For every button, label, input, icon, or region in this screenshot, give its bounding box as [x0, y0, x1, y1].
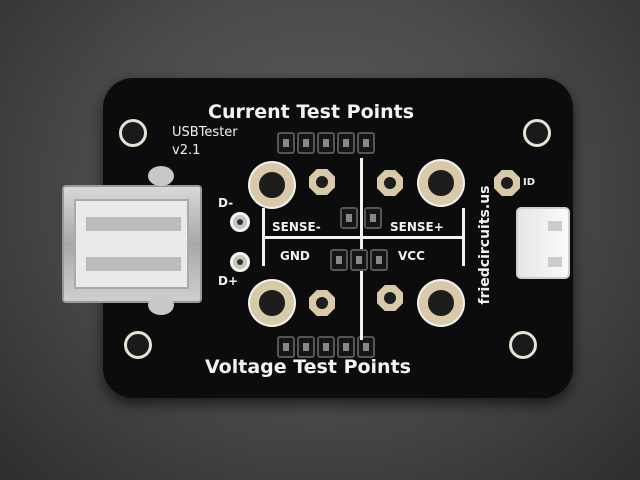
- micro-usb-connector: [516, 207, 570, 279]
- usb-a-tab: [148, 166, 174, 186]
- mounting-hole: [124, 331, 152, 359]
- product-label: USBTester: [172, 125, 238, 140]
- usb-a-tab: [148, 295, 174, 315]
- mounting-hole: [509, 331, 537, 359]
- test-point-hole: [250, 163, 294, 207]
- small-test-hole: [309, 290, 335, 316]
- sense-plus-label: SENSE+: [390, 220, 444, 234]
- gnd-label: GND: [280, 249, 310, 263]
- usb-a-connector: [62, 185, 202, 303]
- test-point-hole: [250, 281, 294, 325]
- divider-bracket: [262, 208, 265, 266]
- mounting-hole: [523, 119, 551, 147]
- mounting-hole: [119, 119, 147, 147]
- d-plus-pad: [230, 252, 250, 272]
- voltage-test-points-label: Voltage Test Points: [205, 356, 411, 378]
- small-test-hole: [309, 169, 335, 195]
- sense-minus-label: SENSE-: [272, 220, 321, 234]
- id-test-hole: [494, 170, 520, 196]
- divider-horizontal: [262, 236, 465, 239]
- test-point-hole: [419, 281, 463, 325]
- id-label: ID: [523, 177, 536, 188]
- current-test-points-label: Current Test Points: [208, 101, 415, 123]
- d-minus-label: D-: [218, 196, 234, 210]
- vcc-label: VCC: [398, 249, 425, 263]
- d-plus-label: D+: [218, 274, 239, 288]
- test-point-hole: [419, 161, 463, 205]
- small-test-hole: [377, 170, 403, 196]
- divider-bracket: [462, 208, 465, 266]
- small-test-hole: [377, 285, 403, 311]
- version-label: v2.1: [172, 143, 201, 158]
- d-minus-pad: [230, 212, 250, 232]
- website-label: friedcircuits.us: [477, 185, 493, 305]
